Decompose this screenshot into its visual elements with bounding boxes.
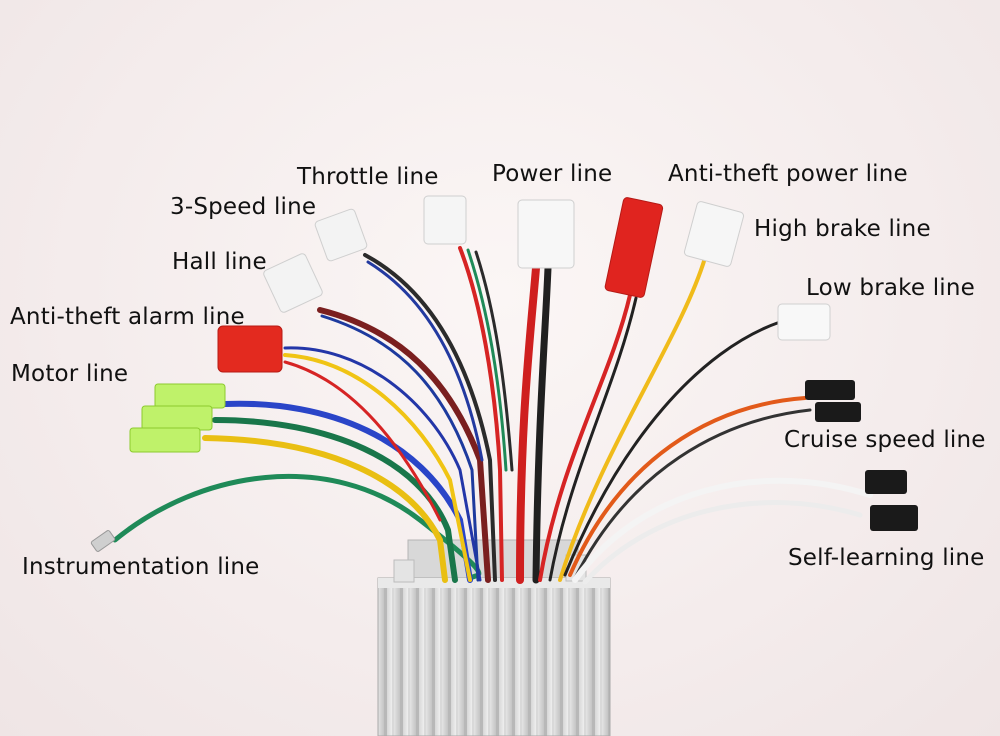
self-learning-wire bbox=[572, 477, 873, 583]
motor-wire-yellow bbox=[202, 435, 448, 583]
label-motor-line: Motor line bbox=[11, 361, 129, 387]
alarm-wire-red bbox=[283, 360, 442, 522]
label-throttle-line: Throttle line bbox=[297, 164, 439, 190]
antitheft-power-wire bbox=[538, 293, 632, 582]
label-cruise-speed-line: Cruise speed line bbox=[784, 427, 986, 453]
connectors bbox=[90, 195, 918, 552]
speed-wire bbox=[363, 253, 497, 582]
label-power-line: Power line bbox=[492, 161, 613, 187]
label-self-learning-line: Self-learning line bbox=[788, 545, 985, 571]
label-3-speed-line: 3-Speed line bbox=[170, 194, 317, 220]
label-instrumentation-line: Instrumentation line bbox=[22, 554, 260, 580]
cruise-wire-red bbox=[568, 396, 807, 577]
label-hall-line: Hall line bbox=[172, 249, 267, 275]
power-wire-black bbox=[532, 264, 552, 584]
hall-wire-bundle bbox=[317, 307, 491, 583]
motor-wire-green bbox=[212, 417, 458, 583]
high-brake-wire bbox=[558, 256, 707, 582]
power-wire-red bbox=[516, 264, 540, 584]
alarm-wire-yellow bbox=[283, 353, 472, 582]
label-low-brake-line: Low brake line bbox=[806, 275, 976, 301]
label-high-brake-line: High brake line bbox=[754, 216, 931, 242]
low-brake-wire bbox=[563, 320, 782, 577]
alarm-wire-blue bbox=[283, 346, 482, 582]
motor-wire-blue bbox=[222, 400, 473, 583]
label-antitheft-alarm-line: Anti-theft alarm line bbox=[10, 304, 245, 330]
controller-box bbox=[377, 539, 611, 736]
label-antitheft-power-line: Anti-theft power line bbox=[668, 161, 908, 187]
throttle-wire bbox=[458, 246, 504, 582]
